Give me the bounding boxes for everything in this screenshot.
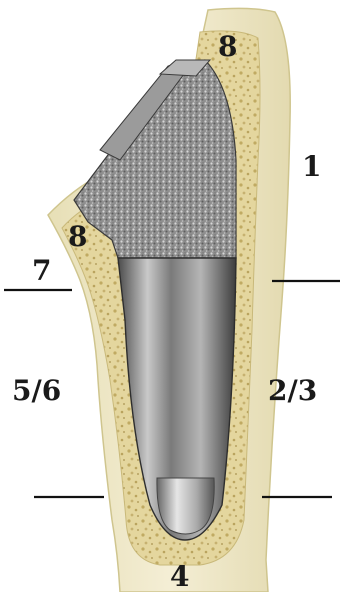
zone-label-7: 7 — [32, 254, 51, 287]
zone-label-8-top: 8 — [218, 30, 237, 63]
zone-label-1: 1 — [302, 150, 321, 183]
zone-label-8-left: 8 — [68, 220, 87, 253]
zone-label-5-6: 5/6 — [12, 374, 61, 407]
zone-label-4: 4 — [170, 560, 189, 592]
zone-label-2-3: 2/3 — [268, 374, 317, 407]
